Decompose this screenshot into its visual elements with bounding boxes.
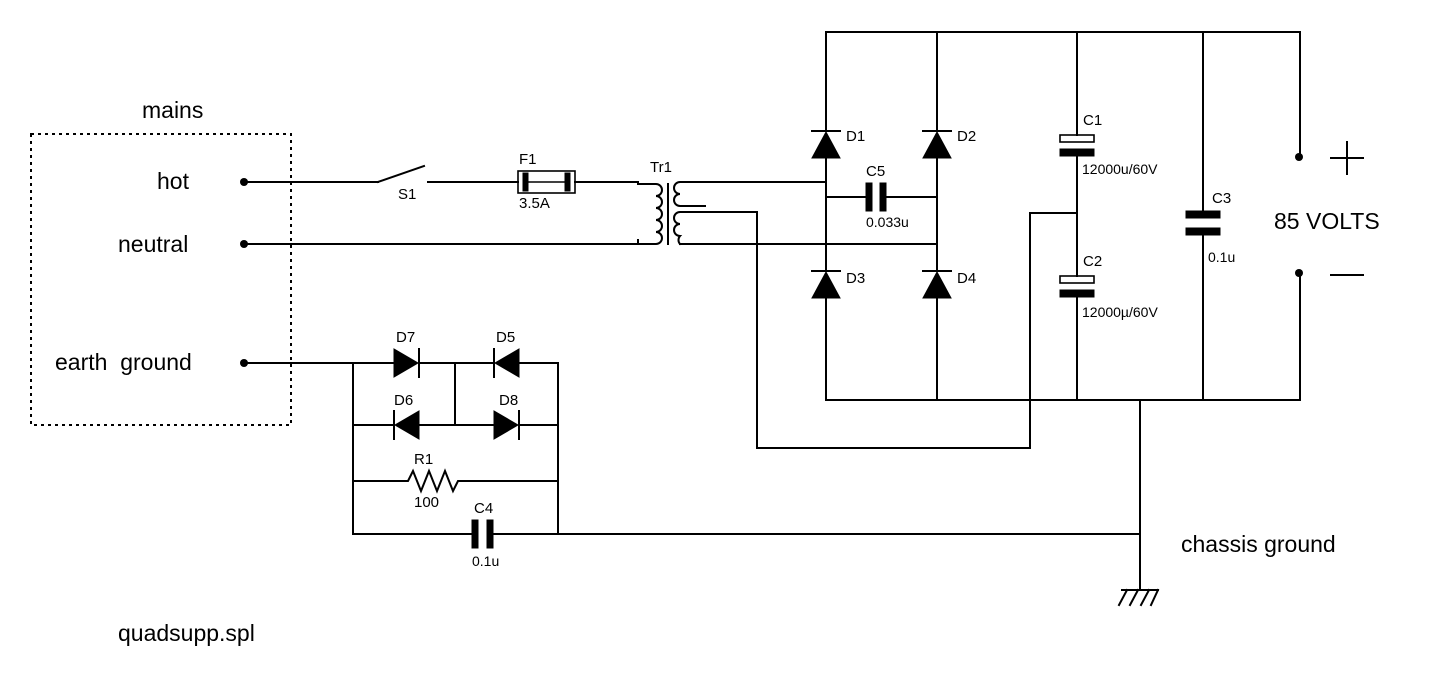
switch-s1-label: S1 [398, 186, 416, 203]
diode-d1 [811, 130, 841, 159]
capacitor-c4-value: 0.1u [472, 553, 499, 569]
capacitor-c4-label: C4 [474, 500, 493, 517]
neutral-label: neutral [118, 231, 188, 257]
diode-d4 [922, 270, 952, 299]
bridge-rectifier: D1 D2 D3 D4 C5 0.033u [811, 31, 1301, 401]
diode-d6-label: D6 [394, 392, 413, 409]
capacitor-c5 [825, 182, 938, 212]
diode-d8 [493, 410, 520, 440]
diode-d2 [922, 130, 952, 159]
transformer-tr1: Tr1 [637, 159, 758, 246]
chassis-ground: chassis ground [1117, 399, 1336, 607]
capacitor-c1-label: C1 [1083, 112, 1102, 129]
neutral-line [243, 239, 639, 245]
resistor-r1-value: 100 [414, 494, 439, 511]
diode-d1-label: D1 [846, 128, 865, 145]
resistor-r1 [352, 468, 559, 494]
capacitor-c5-label: C5 [866, 163, 885, 180]
capacitor-c1-value: 12000u/60V [1082, 161, 1158, 177]
output-plus-terminal [1295, 153, 1303, 161]
diode-d3 [811, 270, 841, 299]
diode-d5 [493, 348, 520, 378]
capacitor-c2-label: C2 [1083, 253, 1102, 270]
capacitor-c2-value: 12000µ/60V [1082, 304, 1158, 320]
capacitor-c3 [1185, 210, 1221, 236]
mains-title: mains [142, 97, 203, 123]
diode-d5-label: D5 [496, 329, 515, 346]
diode-d2-label: D2 [957, 128, 976, 145]
capacitor-c4 [352, 519, 1141, 549]
diode-d8-label: D8 [499, 392, 518, 409]
diode-d6 [393, 410, 420, 440]
resistor-r1-label: R1 [414, 451, 433, 468]
capacitor-c3-value: 0.1u [1208, 249, 1235, 265]
output-voltage-label: 85 VOLTS [1274, 208, 1380, 234]
plus-sign-icon [1330, 141, 1364, 175]
chassis-ground-label: chassis ground [1181, 531, 1336, 557]
transformer-tr1-label: Tr1 [650, 159, 672, 176]
hot-line: S1 F1 3.5A [243, 151, 639, 212]
mains-dotted-box [30, 133, 292, 426]
hot-label: hot [157, 168, 190, 194]
capacitor-c1 [1059, 134, 1095, 157]
fuse-f1-label: F1 [519, 151, 537, 168]
capacitor-c3-label: C3 [1212, 190, 1231, 207]
diode-d7-label: D7 [396, 329, 415, 346]
diode-d4-label: D4 [957, 270, 976, 287]
output-labels: 85 VOLTS [1274, 141, 1380, 276]
filter-capacitors: C1 12000u/60V C2 12000µ/60V C3 0.1u [1059, 31, 1303, 401]
diode-d3-label: D3 [846, 270, 865, 287]
mains-block: mains hot neutral earth ground [30, 97, 292, 426]
capacitor-c2 [1059, 275, 1095, 298]
filename-label: quadsupp.spl [118, 620, 255, 646]
fuse-f1 [517, 170, 576, 194]
ground-lift-network: D7 D5 D6 D8 R1 100 C4 0.1u [243, 329, 1141, 569]
output-minus-terminal [1295, 269, 1303, 277]
switch-s1-blade [376, 164, 426, 184]
capacitor-c5-value: 0.033u [866, 214, 909, 230]
fuse-f1-value: 3.5A [519, 195, 550, 212]
earth-ground-label: earth ground [55, 349, 192, 375]
diode-d7 [393, 348, 420, 378]
secondary-wiring [704, 181, 1078, 449]
